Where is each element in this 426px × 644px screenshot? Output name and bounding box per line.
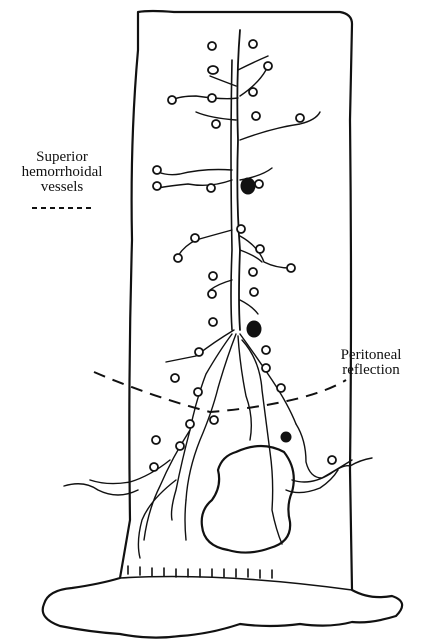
label-line: hemorrhoidal xyxy=(2,165,122,180)
lymph-node xyxy=(209,318,217,326)
lymph-node xyxy=(168,96,176,104)
lymph-node xyxy=(174,254,182,262)
involved-node xyxy=(281,432,291,442)
lymph-node xyxy=(209,272,217,280)
label-line: vessels xyxy=(2,180,122,195)
lymph-node xyxy=(176,442,184,450)
involved-node xyxy=(241,178,255,194)
peritoneal-reflection-line xyxy=(94,372,346,412)
lymph-node xyxy=(249,88,257,96)
label-line: Peritoneal xyxy=(318,348,424,363)
lymph-node xyxy=(287,264,295,272)
lymph-node xyxy=(249,40,257,48)
tumor-outline xyxy=(202,446,294,553)
peritoneal-reflection-label: Peritoneal reflection xyxy=(318,348,424,378)
label-line: reflection xyxy=(318,363,424,378)
lymph-node xyxy=(296,114,304,122)
lymph-node xyxy=(212,120,220,128)
lymph-nodes xyxy=(150,40,336,471)
lymph-node xyxy=(186,420,194,428)
lymph-node xyxy=(191,234,199,242)
lymph-node xyxy=(153,166,161,174)
lymph-node xyxy=(328,456,336,464)
lymph-node xyxy=(171,374,179,382)
lymph-node xyxy=(208,42,216,50)
rectum-outline xyxy=(43,11,402,638)
lymph-node xyxy=(150,463,158,471)
main-vessel-parallel xyxy=(231,60,232,330)
lymph-node xyxy=(195,348,203,356)
lymph-node xyxy=(249,268,257,276)
lymph-node xyxy=(250,288,258,296)
involved-node xyxy=(247,321,261,337)
lymph-node xyxy=(194,388,202,396)
lymph-node xyxy=(262,346,270,354)
superior-hemorrhoidal-vessels-label: Superior hemorrhoidal vessels xyxy=(2,150,122,195)
left-edge-branch xyxy=(64,484,138,495)
lymph-node xyxy=(262,364,270,372)
lymph-node xyxy=(256,245,264,253)
anal-canal-line xyxy=(120,577,352,591)
lymph-node xyxy=(153,182,161,190)
lymph-node xyxy=(210,416,218,424)
label-line: Superior xyxy=(2,150,122,165)
lymph-node xyxy=(255,180,263,188)
lymph-node xyxy=(207,184,215,192)
lymph-node xyxy=(252,112,260,120)
lymph-node xyxy=(152,436,160,444)
lymph-node xyxy=(208,66,218,74)
lymph-node xyxy=(237,225,245,233)
lymph-node xyxy=(264,62,272,70)
lymph-node xyxy=(277,384,285,392)
lymph-node xyxy=(208,290,216,298)
lymph-node xyxy=(208,94,216,102)
